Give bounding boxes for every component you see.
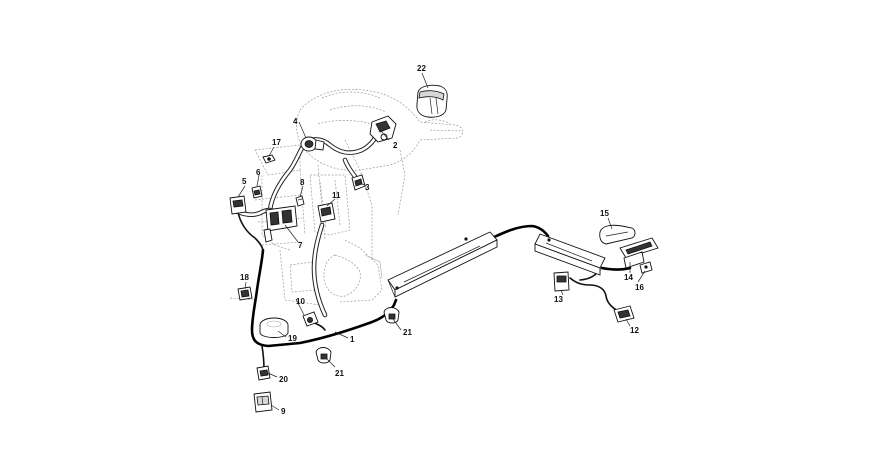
part-2-connector bbox=[369, 115, 397, 143]
part-7-fuse-block bbox=[263, 205, 298, 243]
part-16-clip bbox=[639, 261, 653, 274]
callout-21-upper: 21 bbox=[403, 328, 412, 337]
part-9-connector bbox=[253, 391, 273, 413]
callout-4: 4 bbox=[293, 117, 298, 126]
callout-6: 6 bbox=[256, 168, 261, 177]
part-12-connector bbox=[613, 305, 635, 323]
cable-duct-left bbox=[387, 231, 498, 298]
part-11-connector bbox=[317, 202, 336, 223]
callout-20: 20 bbox=[279, 375, 288, 384]
part-6-connector bbox=[251, 185, 263, 199]
callout-21-lower: 21 bbox=[335, 369, 344, 378]
callout-14: 14 bbox=[624, 273, 633, 282]
part-18-clip bbox=[237, 286, 253, 301]
main-wire-harness bbox=[237, 211, 632, 371]
callout-labels: 22 2 4 17 3 6 5 8 11 7 18 10 19 1 21 21 … bbox=[240, 64, 644, 416]
callout-9: 9 bbox=[281, 407, 286, 416]
part-15-bracket bbox=[599, 224, 636, 245]
part-5-connector bbox=[229, 195, 247, 215]
callout-15: 15 bbox=[600, 209, 609, 218]
callout-13: 13 bbox=[554, 295, 563, 304]
callout-11: 11 bbox=[332, 191, 341, 200]
callout-7: 7 bbox=[298, 241, 303, 250]
callout-22: 22 bbox=[417, 64, 426, 73]
part-19-grommet bbox=[259, 317, 289, 338]
background-machine-outline bbox=[229, 89, 464, 306]
callout-2: 2 bbox=[393, 141, 398, 150]
part-13-connector bbox=[553, 271, 570, 292]
callout-12: 12 bbox=[630, 326, 639, 335]
callout-5: 5 bbox=[242, 177, 247, 186]
part-3-connector bbox=[351, 174, 366, 191]
part-10-connector bbox=[302, 311, 319, 327]
part-17-clip bbox=[262, 154, 276, 164]
callout-17: 17 bbox=[272, 138, 281, 147]
callout-3: 3 bbox=[365, 183, 370, 192]
callout-1: 1 bbox=[350, 335, 355, 344]
callout-16: 16 bbox=[635, 283, 644, 292]
callout-8: 8 bbox=[300, 178, 305, 187]
leader-lines bbox=[237, 72, 646, 411]
part-21-clamp-upper bbox=[383, 307, 400, 324]
callout-18: 18 bbox=[240, 273, 249, 282]
part-14-connector-block bbox=[619, 237, 659, 269]
part-20-connector bbox=[256, 365, 271, 381]
part-22-relay-housing bbox=[416, 84, 448, 118]
callout-19: 19 bbox=[288, 334, 297, 343]
upper-wire-harness bbox=[235, 124, 383, 318]
callout-10: 10 bbox=[296, 297, 305, 306]
part-4-round-connector bbox=[300, 136, 325, 152]
cable-duct-right bbox=[534, 233, 606, 276]
part-8-plug bbox=[295, 195, 305, 207]
